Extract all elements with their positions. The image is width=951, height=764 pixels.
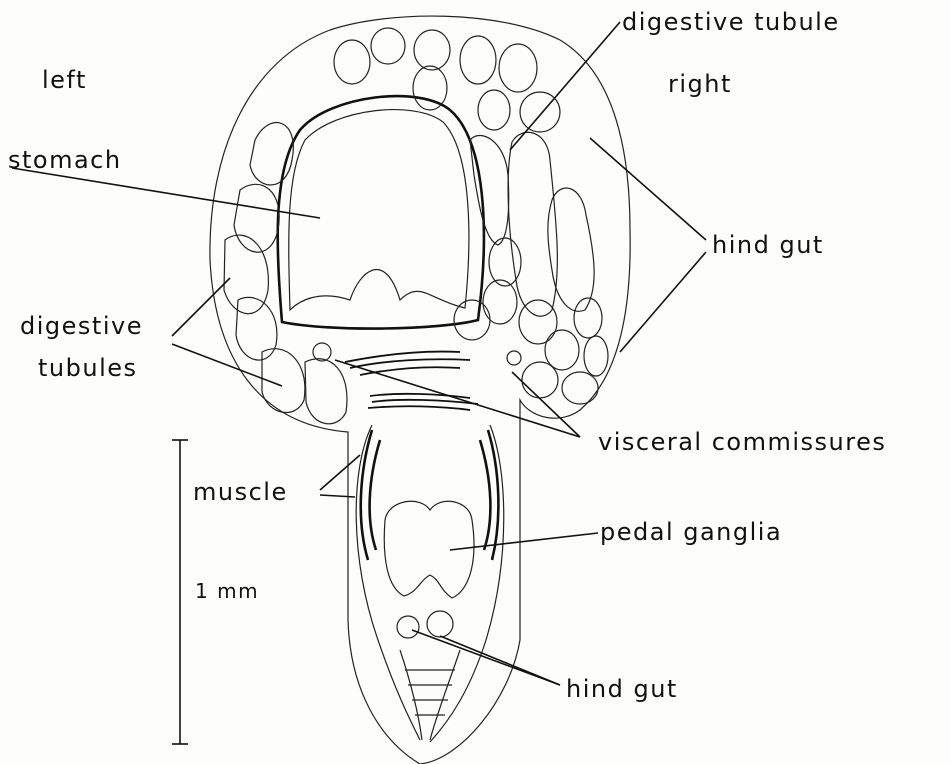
scale-bar	[172, 440, 188, 744]
label-muscle: muscle	[193, 478, 288, 506]
hind-gut-lower-right	[427, 611, 453, 637]
label-right: right	[668, 70, 732, 98]
hind-gut-upper-structure	[470, 132, 594, 316]
label-digestive-tubules-2: tubules	[38, 354, 138, 382]
hind-gut-lower-left	[397, 616, 419, 638]
label-digestive-tubule: digestive tubule	[622, 8, 840, 36]
stomach-outline	[278, 96, 484, 328]
label-stomach: stomach	[8, 146, 122, 174]
foot-region	[356, 425, 504, 742]
label-visceral-commissures: visceral commissures	[598, 428, 886, 456]
label-left: left	[42, 66, 87, 94]
label-pedal-ganglia: pedal ganglia	[600, 518, 782, 546]
label-digestive-tubules-1: digestive	[20, 312, 143, 340]
label-scale-bar: 1 mm	[195, 579, 259, 603]
commissure-fibres	[345, 352, 478, 410]
label-hind-gut-upper: hind gut	[712, 231, 824, 259]
visceral-ganglion-left	[313, 343, 331, 361]
pedal-ganglia-outline	[384, 501, 474, 598]
visceral-ganglion-right	[507, 351, 521, 365]
stomach-inner	[289, 110, 469, 310]
label-hind-gut-lower: hind gut	[566, 675, 678, 703]
body-outline	[210, 16, 630, 764]
